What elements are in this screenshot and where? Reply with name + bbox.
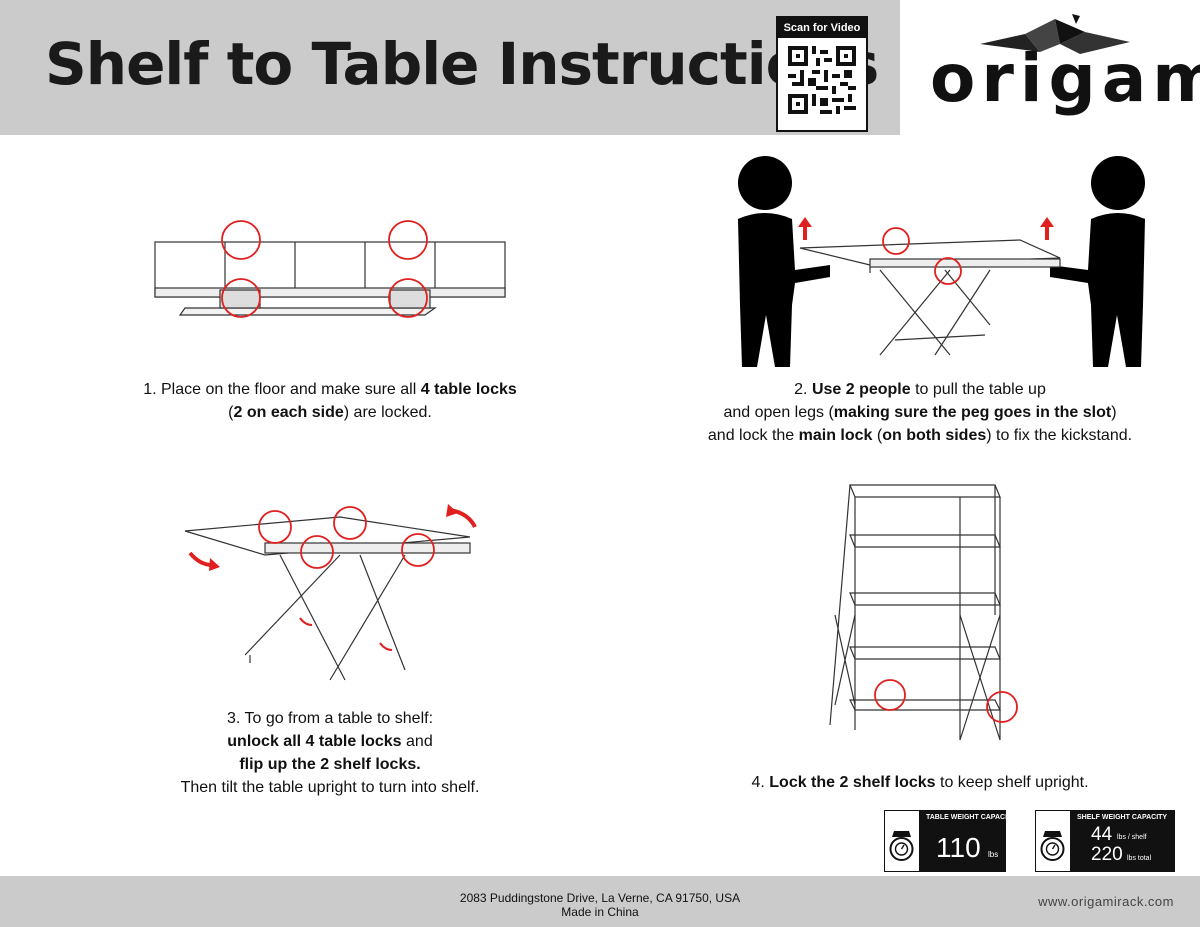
footer-website-link[interactable]: www.origamirack.com (1038, 894, 1174, 909)
shelf-capacity-title: SHELF WEIGHT CAPACITY (1077, 814, 1168, 821)
step2-line1-a: 2. (794, 381, 812, 398)
step1-bold-1: 4 table locks (420, 381, 517, 398)
table-capacity-title: TABLE WEIGHT CAPACITY (926, 814, 1016, 821)
crane-logo-icon (980, 14, 1130, 54)
step3-bold-1: unlock all 4 table locks (227, 733, 402, 750)
step2-line3-a: and lock the (707, 427, 799, 444)
up-arrow-icon (798, 217, 1054, 240)
page-title: Shelf to Table Instructions (45, 30, 879, 98)
table-capacity-value: 110 (936, 832, 981, 863)
scale-icon (884, 810, 920, 872)
step4-shelf-diagram (829, 484, 1018, 741)
step1-line2-a: ( (228, 404, 234, 421)
step3-line2-c: and (401, 733, 433, 750)
step4-line1-c: to keep shelf upright. (935, 774, 1089, 791)
step-3-text: 3. To go from a table to shelf: unlock a… (120, 707, 540, 799)
step3-line4: Then tilt the table upright to turn into… (180, 779, 480, 796)
shelf-capacity-total: 220 (1091, 844, 1123, 865)
step2-bold-1: Use 2 people (811, 381, 911, 398)
step2-two-people-diagram (738, 156, 1145, 367)
step4-line1-a: 4. (751, 774, 770, 791)
step2-bold-3: main lock (798, 427, 873, 444)
shelf-capacity-per-shelf: 44 (1091, 824, 1113, 845)
shelf-capacity-badge: SHELF WEIGHT CAPACITY 44 lbs / shelf 220… (1035, 810, 1175, 872)
step3-open-table-diagram (184, 504, 477, 681)
step2-line3-c: ( (872, 427, 883, 444)
footer-address: 2083 Puddingstone Drive, La Verne, CA 91… (459, 891, 741, 905)
qr-video-box[interactable]: Scan for Video (776, 16, 868, 132)
step2-bold-4: on both sides (882, 427, 987, 444)
table-capacity-panel: TABLE WEIGHT CAPACITY 110 lbs (920, 810, 1016, 872)
step2-line2-a: and open legs ( (723, 404, 834, 421)
footer-made-in: Made in China (561, 905, 639, 919)
header-banner: Shelf to Table Instructions Scan for Vid… (0, 0, 900, 135)
shelf-capacity-per-shelf-unit: lbs / shelf (1117, 834, 1147, 841)
step3-bold-2: flip up the 2 shelf locks. (239, 756, 421, 773)
step-2-text: 2. Use 2 people to pull the table up and… (640, 378, 1200, 447)
scale-icon (1035, 810, 1071, 872)
step2-line1-c: to pull the table up (910, 381, 1046, 398)
origami-logo: origami (930, 10, 1200, 120)
qr-label: Scan for Video (778, 18, 866, 38)
person-icon (1050, 156, 1145, 367)
step1-line2-c: ) are locked. (343, 404, 432, 421)
step4-bold-1: Lock the 2 shelf locks (769, 774, 936, 791)
step-1-text: 1. Place on the floor and make sure all … (80, 378, 580, 424)
step1-folded-table-diagram (154, 220, 506, 318)
step1-line1: 1. Place on the floor and make sure all (143, 381, 421, 398)
person-icon (738, 156, 830, 367)
step-4-text: 4. Lock the 2 shelf locks to keep shelf … (700, 771, 1140, 794)
qr-code-icon[interactable] (788, 46, 856, 114)
footer-bar: 2083 Puddingstone Drive, La Verne, CA 91… (0, 876, 1200, 927)
logo-wordmark: origami (930, 40, 1200, 117)
table-capacity-unit: lbs (988, 850, 999, 859)
shelf-capacity-panel: SHELF WEIGHT CAPACITY 44 lbs / shelf 220… (1071, 810, 1175, 872)
step3-line1: 3. To go from a table to shelf: (226, 710, 434, 727)
step2-line3-e: ) to fix the kickstand. (986, 427, 1133, 444)
step2-bold-2: making sure the peg goes in the slot (833, 404, 1112, 421)
shelf-capacity-total-unit: lbs total (1127, 855, 1152, 862)
table-capacity-badge: TABLE WEIGHT CAPACITY 110 lbs (884, 810, 1020, 872)
step1-bold-2: 2 on each side (233, 404, 344, 421)
step2-line2-c: ) (1111, 404, 1117, 421)
